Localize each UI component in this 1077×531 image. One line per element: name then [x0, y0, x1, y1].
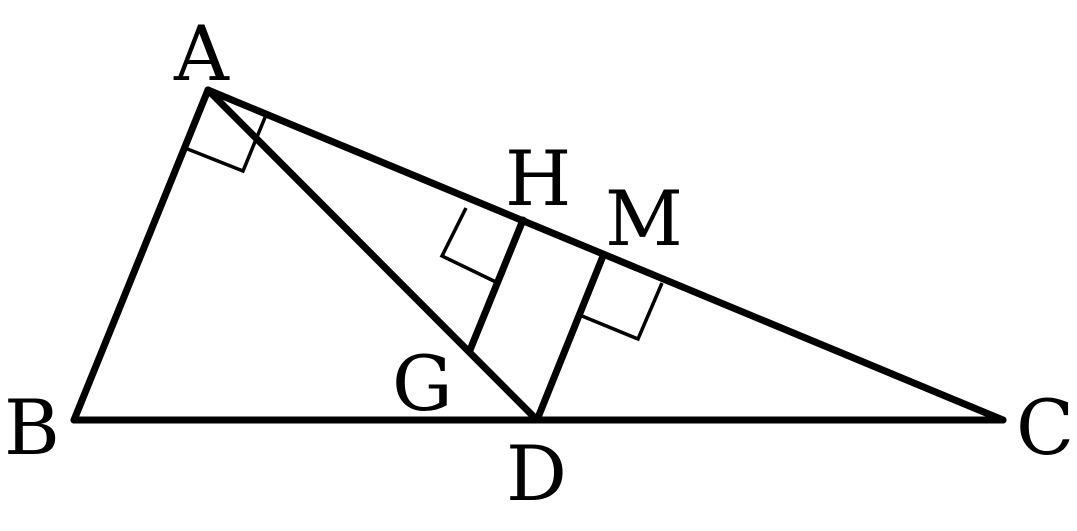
point-label-H: H — [505, 134, 571, 223]
point-label-B: B — [4, 383, 60, 472]
right-angle-mark-H — [439, 207, 499, 285]
point-label-D: D — [506, 429, 567, 518]
right-angle-mark-A — [184, 114, 268, 174]
point-label-C: C — [1016, 383, 1074, 472]
point-label-G: G — [392, 339, 453, 428]
point-label-M: M — [605, 174, 683, 263]
point-label-A: A — [173, 9, 230, 98]
segment-GH — [466, 216, 527, 354]
segment-AB — [70, 86, 212, 424]
segment-DM — [533, 252, 607, 424]
segment-AD — [204, 86, 541, 424]
right-angle-mark-M — [581, 282, 664, 342]
